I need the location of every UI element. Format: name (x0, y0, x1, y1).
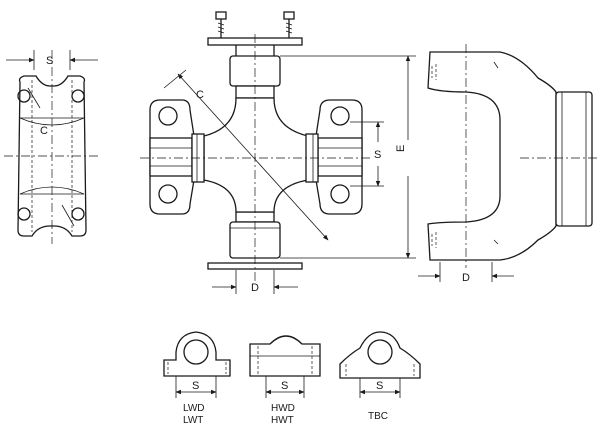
yoke-view: E D (280, 44, 598, 284)
cross-assembly-view: C S D (140, 11, 384, 294)
cross-d-label: D (251, 282, 259, 294)
bearing-cap-view: S C (4, 50, 100, 244)
hwd-caption-1: HWD (271, 403, 295, 414)
cap-style-tbc: S TBC (339, 331, 421, 422)
lwd-caption-2: LWT (183, 415, 203, 426)
cross-s-label: S (374, 149, 381, 161)
cap-view-s-label: S (46, 55, 53, 67)
cross-c-label: C (196, 89, 204, 101)
lwd-s-label: S (192, 380, 199, 392)
tbc-s-label: S (376, 380, 383, 392)
cap-style-hwd-hwt: S HWD HWT (249, 335, 321, 426)
hwd-s-label: S (281, 380, 288, 392)
cap-style-lwd-lwt: S LWD LWT (163, 331, 231, 426)
cap-view-c-label: C (40, 125, 48, 137)
bolt-left (215, 11, 227, 38)
bolt-right (283, 11, 295, 38)
yoke-e-label: E (395, 145, 407, 152)
yoke-d-label: D (462, 272, 470, 284)
hwd-caption-2: HWT (271, 415, 294, 426)
tbc-caption: TBC (368, 411, 388, 422)
lwd-caption-1: LWD (183, 403, 204, 414)
